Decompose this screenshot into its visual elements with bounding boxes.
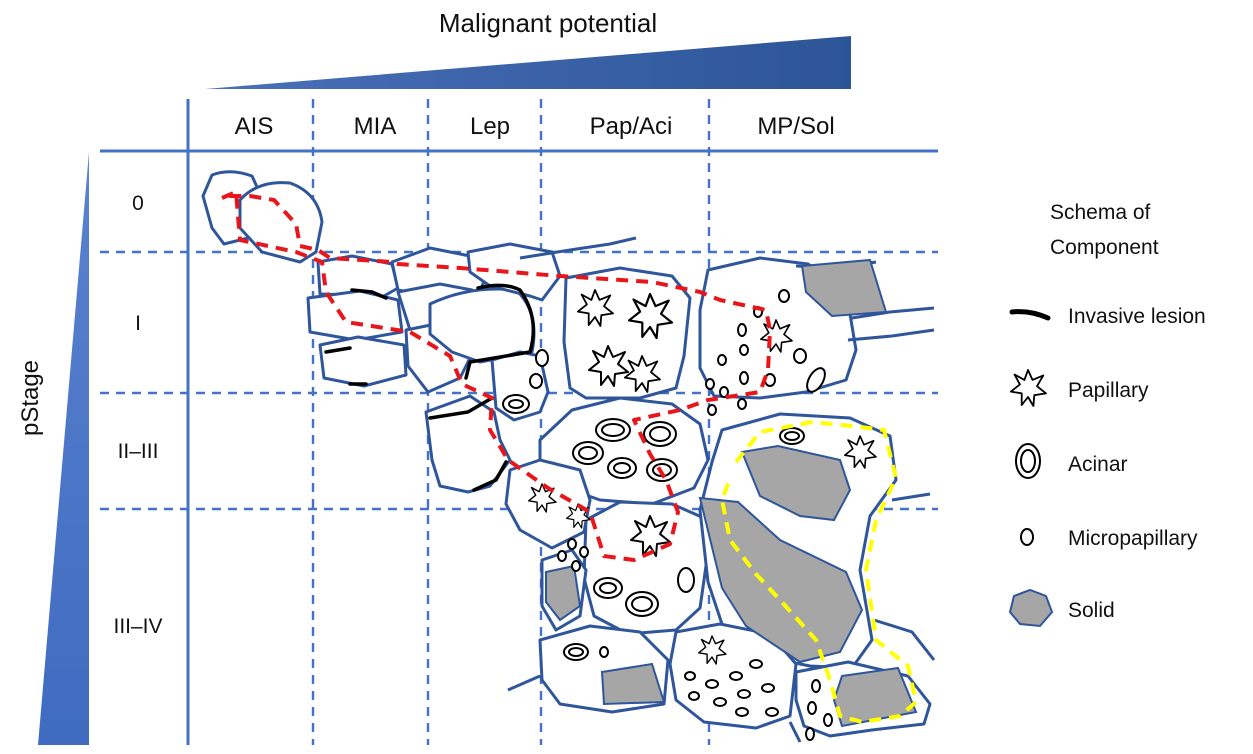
micropapillary-component — [729, 671, 743, 681]
solid-progression-highlight — [720, 420, 918, 724]
solid-component — [600, 662, 666, 706]
invasive-lesion — [428, 396, 494, 420]
acinar-component — [578, 446, 598, 460]
acinar-component — [599, 582, 617, 594]
cell-outline — [891, 492, 931, 502]
legend: Schema of Component Invasive lesion Papi… — [1008, 201, 1206, 628]
micropapillary-component — [737, 398, 747, 410]
cell-outline — [519, 236, 637, 260]
column-header-pap-aci: Pap/Aci — [590, 113, 673, 140]
acinar-icon-inner — [1020, 449, 1036, 473]
progression-path — [221, 190, 772, 562]
acinar-component — [568, 647, 584, 657]
solid-icon — [1008, 588, 1054, 628]
micropapillary-component — [737, 689, 751, 699]
acinar-component — [677, 567, 695, 593]
solid-component — [740, 444, 852, 522]
invasive-lesion — [464, 283, 536, 380]
micropapillary-component — [535, 349, 549, 367]
micropapillary-icon — [1020, 528, 1034, 546]
invasive-line-icon — [1009, 309, 1051, 321]
solid-components — [545, 258, 918, 728]
cell-outline — [851, 306, 935, 320]
cell-outline — [318, 335, 408, 388]
micropapillary-component — [823, 713, 833, 727]
row-header-2-3: II–III — [118, 440, 159, 463]
micropapillary-component — [557, 550, 567, 562]
micropapillary-component — [567, 538, 577, 550]
micropapillary-component — [529, 373, 543, 389]
micropapillary-component — [739, 344, 749, 356]
micropapillary-component — [737, 323, 747, 337]
papillary-icon — [1010, 369, 1047, 407]
row-header-1: I — [135, 312, 141, 335]
micropapillary-component — [571, 560, 581, 572]
y-axis-label: pStage — [17, 360, 44, 436]
row-header-0: 0 — [132, 192, 144, 215]
pstage-wedge — [38, 152, 89, 745]
legend-title-line1: Schema of — [1050, 201, 1151, 224]
micropapillary-component — [807, 701, 817, 715]
micropapillary-component — [688, 691, 700, 701]
acinar-component — [631, 596, 653, 612]
micropapillary-component — [778, 289, 790, 303]
micropapillary-component — [749, 659, 763, 669]
cell-outline — [507, 674, 541, 692]
cell-outline — [306, 289, 404, 342]
acinar-component — [508, 399, 524, 409]
micropapillary-component — [805, 727, 815, 741]
micropapillary-component — [739, 371, 749, 385]
legend-title-line2: Component — [1050, 236, 1159, 259]
micropapillary-component — [761, 683, 775, 693]
micropapillary-component — [719, 386, 729, 398]
malignant-potential-wedge — [205, 36, 851, 89]
legend-label-solid: Solid — [1068, 599, 1115, 622]
micropapillary-component — [735, 707, 749, 717]
invasive-lesion — [324, 346, 352, 354]
acinar-component — [784, 431, 800, 441]
invasive-lesions — [324, 283, 536, 492]
column-header-mp-sol: MP/Sol — [757, 113, 834, 140]
cell-outline — [582, 500, 710, 636]
micropapillary-component — [705, 378, 715, 390]
row-header-3-4: III–IV — [113, 615, 162, 638]
cell-outline — [238, 181, 324, 264]
title: Malignant potential — [439, 8, 657, 38]
micropapillary-component — [579, 546, 589, 558]
cell-outline — [873, 618, 936, 661]
micropapillary-component — [684, 671, 696, 681]
acinar-component — [806, 367, 826, 393]
legend-label-micropapillary: Micropapillary — [1068, 527, 1198, 550]
legend-label-papillary: Papillary — [1068, 379, 1149, 402]
solid-component — [698, 496, 864, 664]
micropapillary-component — [764, 373, 776, 387]
micropapillary-component — [705, 679, 719, 689]
micropapillary-component — [717, 354, 727, 366]
acinar-component — [649, 426, 671, 442]
micropapillary-component — [599, 646, 609, 658]
legend-label-acinar: Acinar — [1068, 453, 1128, 476]
column-header-lep: Lep — [470, 113, 510, 140]
column-header-ais: AIS — [235, 113, 274, 140]
cell-outline — [847, 328, 935, 342]
cell-outline — [788, 721, 802, 743]
acinar-icon — [1015, 443, 1041, 479]
acinar-components — [502, 367, 826, 661]
invasive-lesion — [472, 460, 508, 492]
micropapillary-component — [793, 348, 807, 364]
micropapillary-component — [707, 404, 717, 416]
solid-component — [545, 564, 582, 622]
column-header-mia: MIA — [354, 113, 397, 140]
micropapillary-component — [765, 707, 779, 717]
invasive-lesion — [350, 288, 388, 300]
micropapillary-component — [713, 697, 727, 707]
legend-label-invasive: Invasive lesion — [1068, 305, 1206, 328]
acinar-component — [613, 462, 631, 474]
solid-component — [800, 258, 888, 318]
micropapillary-component — [811, 679, 821, 693]
acinar-component — [601, 423, 625, 437]
